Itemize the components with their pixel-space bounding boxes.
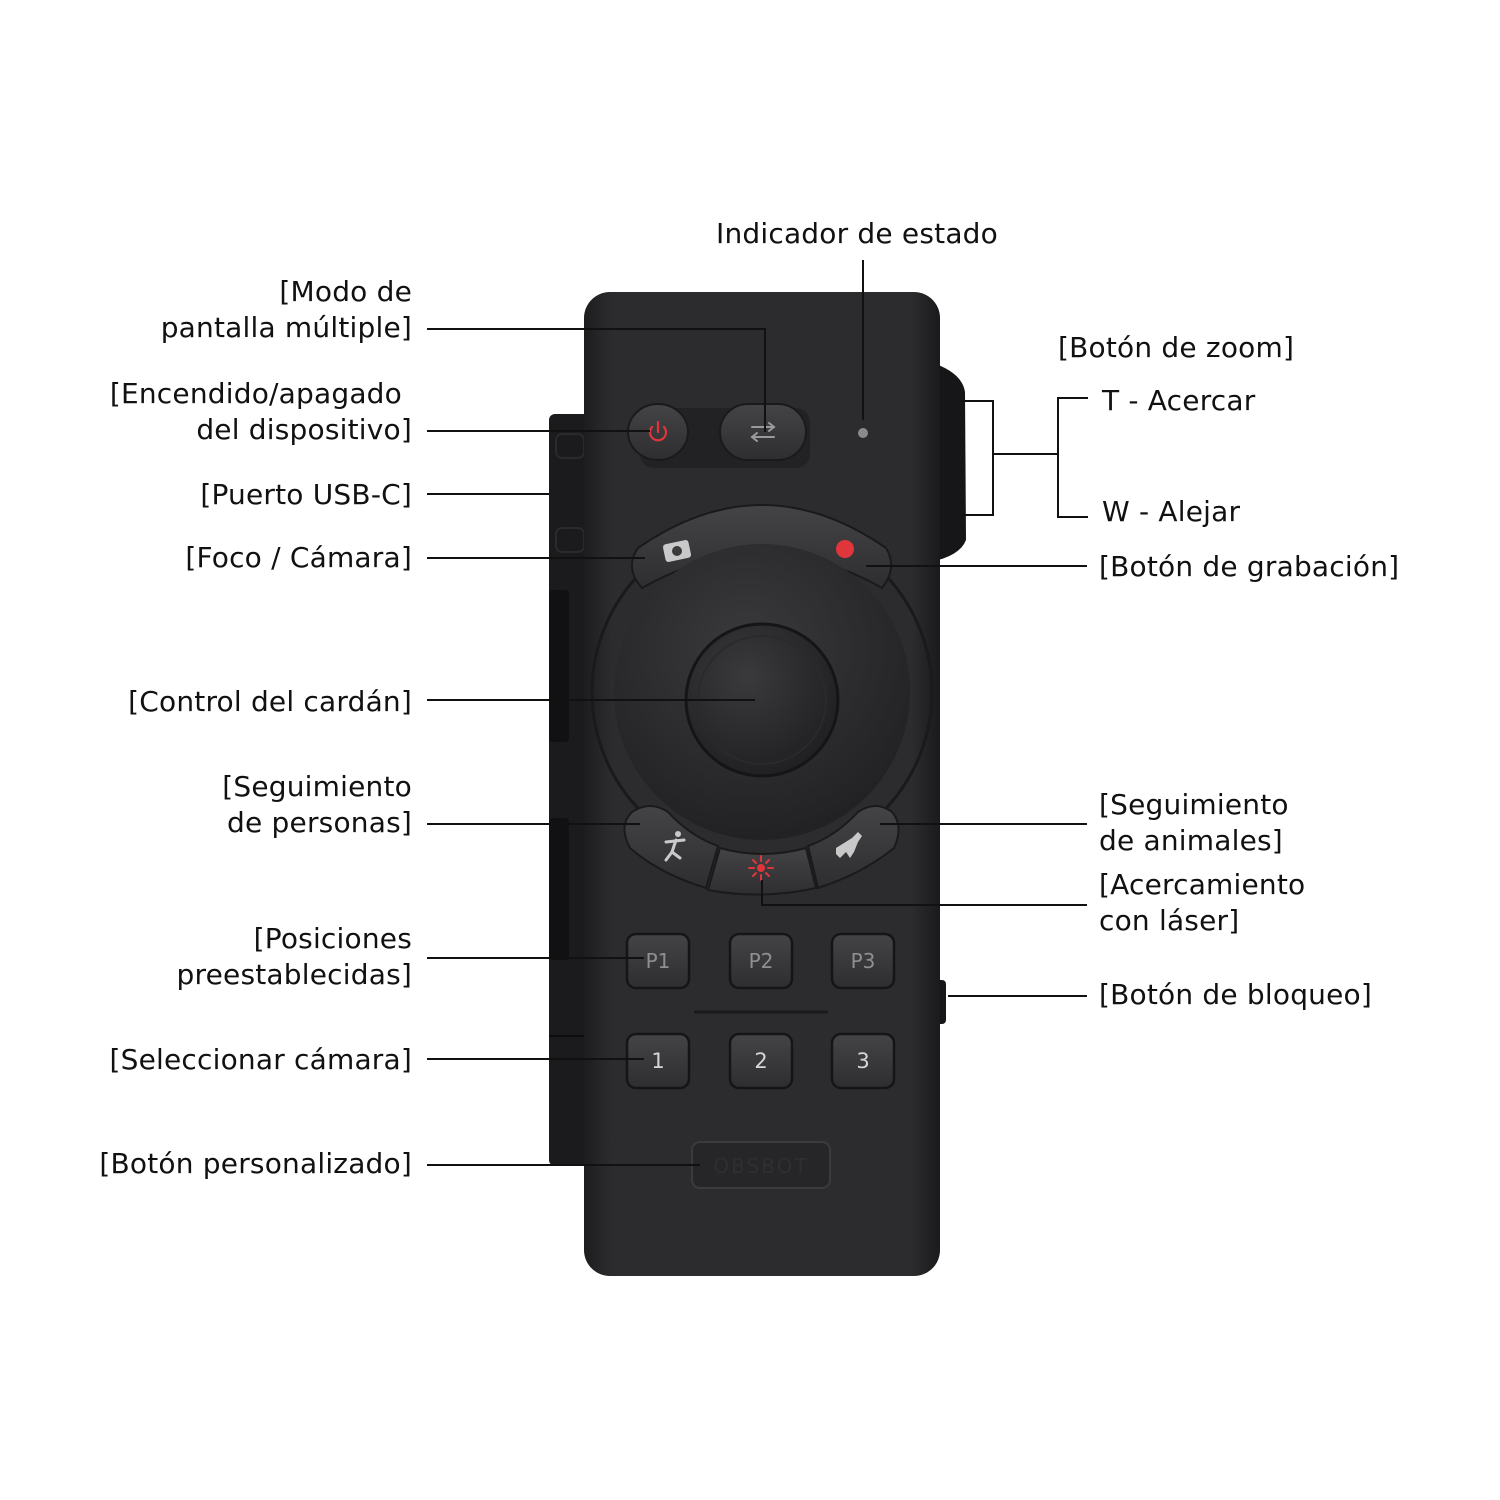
label-text: pantalla múltiple] xyxy=(160,311,412,344)
label-text: [Foco / Cámara] xyxy=(185,541,412,574)
label-text: [Posiciones xyxy=(253,922,412,955)
label-text: de personas] xyxy=(227,806,412,839)
person-icon xyxy=(664,831,686,862)
label-zoom-w: W - Alejar xyxy=(1102,494,1240,530)
preset-key-p1[interactable]: P1 xyxy=(625,932,691,990)
label-text: [Botón personalizado] xyxy=(99,1147,412,1180)
preset-key-label: P3 xyxy=(851,949,876,973)
preset-keys: P1 P2 P3 xyxy=(625,932,896,990)
label-text: [Seleccionar cámara] xyxy=(109,1043,412,1076)
power-button[interactable] xyxy=(627,403,689,461)
label-usb-c: [Puerto USB-C] xyxy=(200,477,412,513)
camera-key-label: 1 xyxy=(651,1049,664,1073)
label-record-button: [Botón de grabación] xyxy=(1099,549,1399,585)
label-laser-zoom: [Acercamiento con láser] xyxy=(1099,867,1305,939)
record-dot-icon xyxy=(836,540,854,558)
label-zoom-t: T - Acercar xyxy=(1102,383,1255,419)
animal-icon xyxy=(836,832,862,858)
label-focus-camera: [Foco / Cámara] xyxy=(185,540,412,576)
power-icon xyxy=(648,420,668,442)
label-text: [Puerto USB-C] xyxy=(200,478,412,511)
label-text: [Seguimiento xyxy=(222,770,412,803)
label-lock-button: [Botón de bloqueo] xyxy=(1099,977,1372,1013)
camera-key-3[interactable]: 3 xyxy=(830,1032,896,1090)
label-animal-tracking: [Seguimiento de animales] xyxy=(1099,787,1289,859)
label-text: [Encendido/apagado xyxy=(109,377,402,410)
custom-button[interactable]: OBSBOT xyxy=(691,1141,831,1189)
label-select-camera: [Seleccionar cámara] xyxy=(109,1042,412,1078)
leader-lines xyxy=(427,260,1088,1166)
label-text: con láser] xyxy=(1099,904,1240,937)
label-text: [Botón de zoom] xyxy=(1058,331,1295,364)
preset-key-label: P1 xyxy=(646,949,671,973)
label-text: [Seguimiento xyxy=(1099,788,1289,821)
label-status-indicator: Indicador de estado xyxy=(716,216,998,252)
label-text: W - Alejar xyxy=(1102,495,1241,528)
laser-icon xyxy=(748,855,774,881)
label-zoom-button: [Botón de zoom] xyxy=(1058,330,1294,366)
label-text: preestablecidas] xyxy=(176,958,412,991)
preset-key-p2[interactable]: P2 xyxy=(728,932,794,990)
camera-key-label: 3 xyxy=(856,1049,869,1073)
preset-key-p3[interactable]: P3 xyxy=(830,932,896,990)
label-text: Indicador de estado xyxy=(716,217,998,250)
label-text: [Modo de xyxy=(279,275,412,308)
camera-keys: 1 2 3 xyxy=(625,1032,896,1090)
label-gimbal-control: [Control del cardán] xyxy=(128,684,412,720)
label-text: de animales] xyxy=(1099,824,1283,857)
label-text: [Botón de bloqueo] xyxy=(1099,978,1373,1011)
label-power: [Encendido/apagado del dispositivo] xyxy=(110,376,412,448)
camera-key-2[interactable]: 2 xyxy=(728,1032,794,1090)
label-text: T - Acercar xyxy=(1102,384,1256,417)
multi-screen-button[interactable] xyxy=(719,403,807,461)
label-text: [Acercamiento xyxy=(1099,868,1306,901)
side-rail xyxy=(549,414,589,1166)
label-person-tracking: [Seguimiento de personas] xyxy=(222,769,412,841)
label-multi-screen: [Modo de pantalla múltiple] xyxy=(161,274,412,346)
camera-key-label: 2 xyxy=(754,1049,767,1073)
swap-icon xyxy=(750,422,776,442)
label-text: del dispositivo] xyxy=(196,413,412,446)
label-custom-button: [Botón personalizado] xyxy=(99,1146,412,1182)
label-text: [Control del cardán] xyxy=(128,685,412,718)
custom-button-logo: OBSBOT xyxy=(713,1154,808,1178)
camera-icon xyxy=(662,540,692,562)
preset-key-label: P2 xyxy=(749,949,774,973)
status-led xyxy=(858,428,868,438)
label-text: [Botón de grabación] xyxy=(1099,550,1400,583)
label-presets: [Posiciones preestablecidas] xyxy=(177,921,412,993)
camera-key-1[interactable]: 1 xyxy=(625,1032,691,1090)
